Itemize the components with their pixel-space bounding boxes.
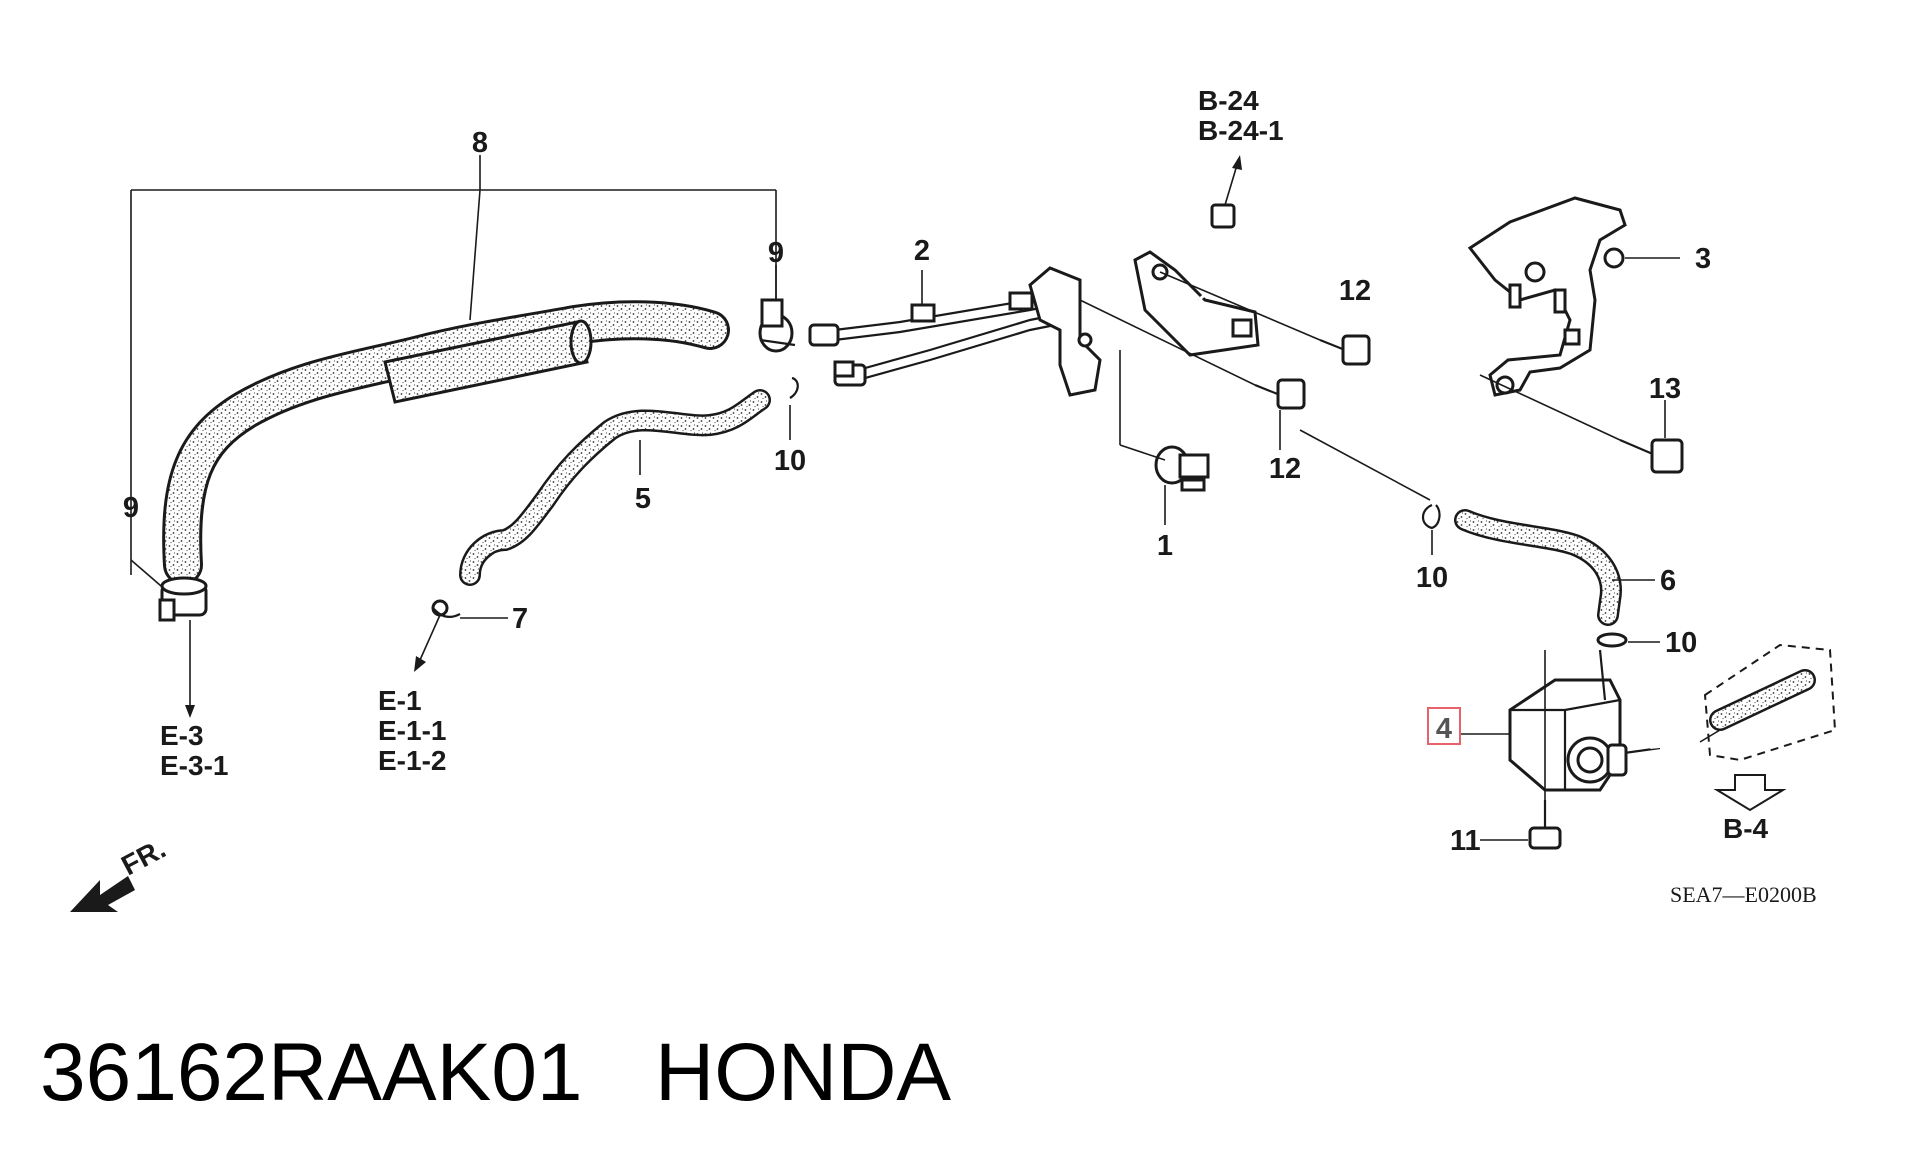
diagram-code: SEA7—E0200B (1670, 882, 1817, 907)
callout-11: 11 (1450, 825, 1481, 857)
direction-label: FR. (116, 833, 170, 882)
callout-6: 6 (1660, 565, 1676, 597)
callout-10-lower: 10 (1665, 627, 1697, 659)
leader-lines (130, 155, 1721, 841)
callout-2: 2 (914, 235, 930, 267)
callout-12-upper: 12 (1339, 275, 1371, 307)
brand-name: HONDA (655, 1027, 951, 1118)
bolt-12-upper (1319, 334, 1371, 366)
ref-e3-1: E-3-1 (160, 750, 228, 781)
callout-5: 5 (635, 483, 651, 515)
bracket-3 (1467, 196, 1627, 397)
ref-b24: B-24 (1198, 85, 1259, 116)
callout-3: 3 (1695, 243, 1711, 275)
ref-e1-2: E-1-2 (378, 745, 446, 776)
callout-1: 1 (1157, 530, 1173, 562)
callout-8: 8 (472, 127, 488, 159)
front-direction-arrow: FR. (70, 833, 171, 912)
callout-10-upper: 10 (774, 445, 806, 477)
callout-9-lower: 9 (123, 492, 139, 524)
clip-10-lower (1596, 632, 1628, 648)
part-number: 36162RAAK01 (40, 1027, 583, 1118)
highlight-box (1427, 707, 1461, 745)
callout-10-middle: 10 (1416, 562, 1448, 594)
clip-10-middle (1421, 503, 1441, 530)
mounting-bracket-center (1028, 203, 1260, 397)
clip-7 (431, 599, 461, 619)
hose-6 (1454, 509, 1622, 626)
solenoid-valve-4 (1508, 649, 1701, 792)
hose-5 (459, 389, 771, 586)
ref-e3: E-3 (160, 720, 204, 751)
callout-12-lower: 12 (1269, 453, 1301, 485)
ref-e1: E-1 (378, 685, 422, 716)
hose-clamp-9-upper (758, 298, 796, 353)
callout-9-upper: 9 (768, 237, 784, 269)
bolt-11 (1528, 800, 1562, 850)
callout-13: 13 (1649, 373, 1681, 405)
callout-4: 4 (1436, 713, 1452, 745)
detail-box-b4 (1703, 643, 1837, 812)
hose-clamp-9-lower (158, 576, 208, 622)
connector-1 (1154, 445, 1210, 492)
ref-b4: B-4 (1723, 813, 1769, 844)
bolt-12-lower (1254, 378, 1306, 410)
ref-b24-1: B-24-1 (1198, 115, 1284, 146)
pipe-end-10 (789, 360, 855, 399)
callout-7: 7 (512, 603, 528, 635)
bolt-13 (1619, 438, 1684, 474)
ref-e1-1: E-1-1 (378, 715, 446, 746)
hose-8 (162, 300, 730, 585)
